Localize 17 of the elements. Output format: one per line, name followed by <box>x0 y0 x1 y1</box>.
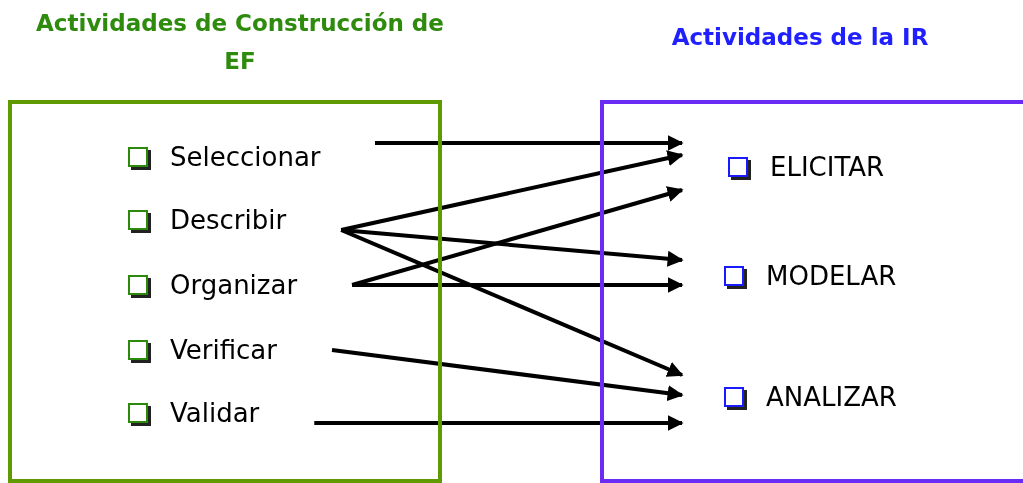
activity-label: ELICITAR <box>770 152 885 182</box>
arrow <box>314 415 684 431</box>
activity-label: Validar <box>170 398 260 428</box>
panel-heading: Actividades de Construcción de EF <box>35 9 445 76</box>
arrow <box>340 228 684 377</box>
activity-label: Verificar <box>170 335 277 365</box>
activity-label: Describir <box>170 205 287 235</box>
arrow <box>375 135 684 151</box>
arrow <box>352 277 684 293</box>
panel-heading: Actividades de la IR <box>670 23 930 52</box>
arrow <box>340 150 684 232</box>
activity-label: ANALIZAR <box>766 382 897 412</box>
arrow <box>341 228 684 267</box>
activity-label: Organizar <box>170 270 298 300</box>
activity-label: Seleccionar <box>170 142 321 172</box>
arrow <box>331 348 684 402</box>
activity-label: MODELAR <box>766 261 897 291</box>
